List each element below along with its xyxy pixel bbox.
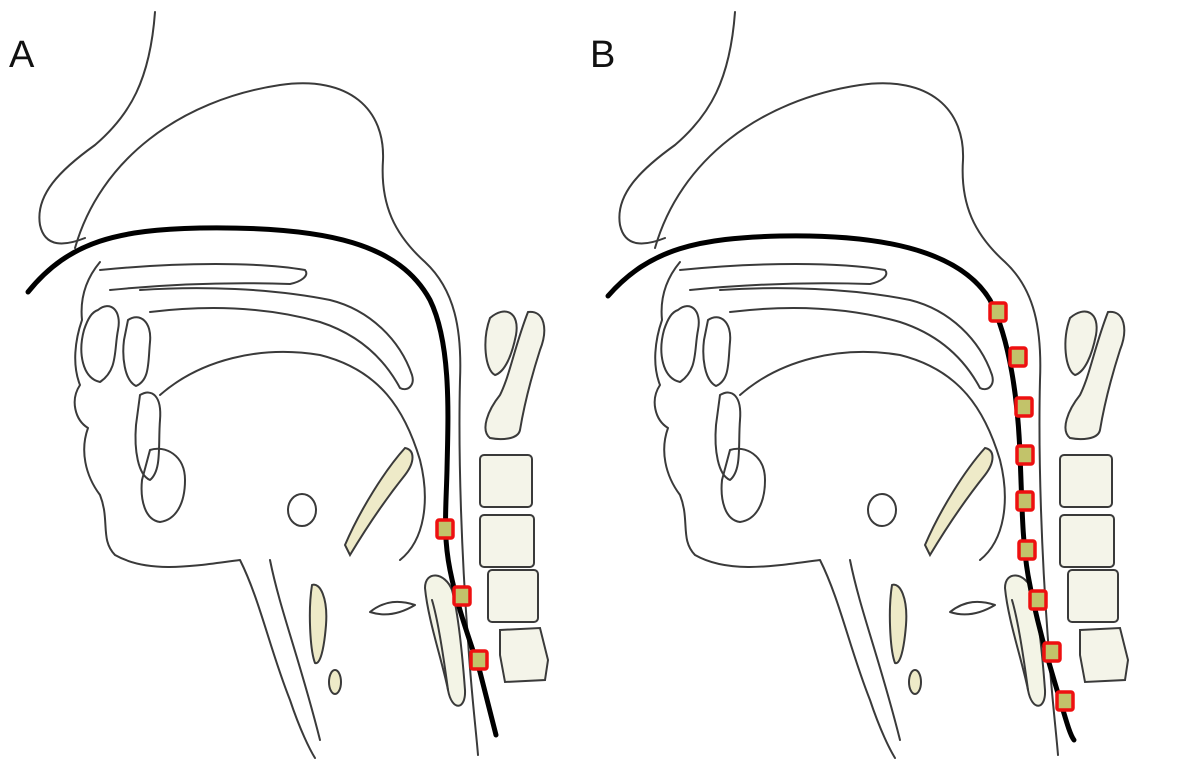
sensor-b-1	[990, 303, 1006, 321]
head-neck-sagittal-diagram-a	[0, 0, 600, 760]
sensor-b-9	[1057, 692, 1073, 710]
panel-label-b: B	[590, 36, 615, 74]
sensor-a-2	[454, 587, 470, 605]
sensor-a-3	[471, 651, 487, 669]
cervical-spine	[480, 312, 548, 682]
panel-label-a: A	[9, 36, 34, 74]
sensor-a-1	[437, 520, 453, 538]
anatomy-outline	[39, 12, 478, 758]
anatomy-outline	[619, 12, 1058, 758]
cervical-spine	[1060, 312, 1128, 682]
sensor-b-4	[1017, 446, 1033, 464]
sensor-b-6	[1019, 541, 1035, 559]
sensor-b-2	[1010, 348, 1026, 366]
panel-b: B	[580, 0, 1180, 760]
head-neck-sagittal-diagram-b	[580, 0, 1180, 760]
sensor-b-7	[1030, 591, 1046, 609]
panel-a: A	[0, 0, 600, 760]
sensor-b-8	[1044, 643, 1060, 661]
sensor-b-3	[1016, 398, 1032, 416]
sensor-b-5	[1017, 492, 1033, 510]
catheter-a	[28, 228, 496, 735]
